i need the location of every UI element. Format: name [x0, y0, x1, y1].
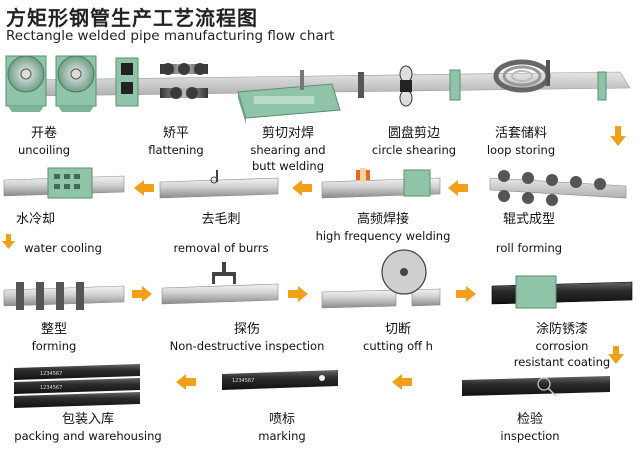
- circle-shearing-machine: [358, 65, 413, 107]
- ndt-inspection-section: [161, 262, 279, 305]
- step-cn: 高频焊接: [356, 212, 409, 227]
- step-en: water cooling: [24, 241, 102, 255]
- step-label-inspection: 检验 inspection: [490, 412, 570, 444]
- arrow-left-1: [448, 180, 468, 196]
- step-cn: 涂防锈漆: [535, 322, 588, 337]
- arrow-left-5: [176, 374, 196, 390]
- step-en: loop storing: [486, 143, 556, 157]
- packing-section: 1234567 1234567: [14, 364, 140, 408]
- hf-welding-section: [321, 168, 441, 199]
- flow-arrows: [2, 126, 626, 390]
- step-en: uncoiling: [17, 143, 71, 157]
- step-label-loop-storing: 活套储料 loop storing: [476, 126, 566, 158]
- step-cn: 圆盘剪边: [387, 126, 440, 141]
- step-label-circle-shearing: 圆盘剪边 circle shearing: [362, 126, 466, 158]
- step-cn: 喷标: [268, 412, 295, 427]
- arrow-left-3: [134, 180, 154, 196]
- step-en: packing and warehousing: [14, 429, 162, 443]
- step-cn: 整型: [40, 322, 67, 337]
- step-cn: 去毛刺: [201, 212, 241, 227]
- step-label-cutting: 切断 cutting off h: [356, 322, 440, 354]
- step-en: forming: [31, 339, 77, 353]
- step-cn: 探伤: [233, 322, 260, 337]
- marking-text: 1234567: [232, 378, 254, 384]
- pack-marking-2: 1234567: [40, 385, 62, 391]
- step-label-packing: 包装入库 packing and warehousing: [0, 412, 176, 444]
- step-en: circle shearing: [371, 143, 457, 157]
- inspection-section: [462, 376, 610, 397]
- arrow-right-2: [288, 286, 308, 302]
- marking-section: 1234567: [222, 370, 338, 390]
- step-label-coating: 涂防锈漆 corrosion resistant coating: [510, 322, 614, 370]
- loop-storing-machine: [449, 59, 607, 101]
- coating-section: [491, 275, 633, 309]
- arrow-left-2: [292, 180, 312, 196]
- step-en: removal of burrs: [173, 241, 269, 255]
- uncoiler-machine: [5, 55, 97, 112]
- flattening-machine: [115, 57, 208, 107]
- step-en: corrosion resistant coating: [513, 339, 611, 369]
- step-cn: 矫平: [162, 126, 189, 141]
- step-cn: 辊式成型: [502, 212, 555, 227]
- step-label-hf-welding: 高频焊接 high frequency welding: [310, 212, 456, 244]
- step-en: Non-destructive inspection: [169, 339, 325, 353]
- page-title-cn: 方矩形钢管生产工艺流程图: [6, 6, 258, 30]
- step-label-flattening: 矫平 flattening: [136, 126, 216, 158]
- step-en: flattening: [148, 143, 204, 157]
- step-cn: 检验: [516, 412, 543, 427]
- arrow-left-4: [392, 374, 412, 390]
- step-cn: 水冷却: [16, 212, 56, 227]
- arrow-down-1: [610, 126, 626, 146]
- burr-removal-section: [159, 170, 279, 199]
- step-cn: 活套储料: [494, 126, 547, 141]
- step-en: shearing and butt welding: [250, 143, 326, 173]
- shearing-welding-machine: [237, 70, 341, 124]
- step-label-burr-removal: 去毛刺 removal of burrs: [166, 212, 276, 256]
- step-label-ndt: 探伤 Non-destructive inspection: [160, 322, 334, 354]
- step-label-shearing-welding: 剪切对焊 shearing and butt welding: [238, 126, 338, 174]
- arrow-down-3: [608, 346, 624, 364]
- step-label-forming: 整型 forming: [14, 322, 94, 354]
- step-en: cutting off h: [363, 339, 433, 353]
- step-cn: 切断: [384, 322, 411, 337]
- arrow-down-2: [2, 234, 15, 249]
- step-label-uncoiling: 开卷 uncoiling: [14, 126, 74, 158]
- arrow-right-1: [132, 286, 152, 302]
- arrow-right-3: [456, 286, 476, 302]
- water-cooling-section: [3, 167, 125, 199]
- step-cn: 包装入库: [61, 412, 114, 427]
- page-title-en: Rectangle welded pipe manufacturing flow…: [6, 28, 335, 44]
- step-en: marking: [258, 429, 306, 443]
- step-en: inspection: [500, 429, 560, 443]
- cutting-section: [321, 249, 441, 309]
- step-label-roll-forming: 辊式成型 roll forming: [484, 212, 574, 256]
- step-cn: 开卷: [30, 126, 57, 141]
- roll-forming-section: [489, 170, 627, 206]
- step-label-water-cooling: 水冷却 water cooling: [8, 212, 118, 256]
- step-en: high frequency welding: [315, 229, 451, 243]
- step-cn: 剪切对焊: [261, 126, 314, 141]
- pack-marking-1: 1234567: [40, 371, 62, 377]
- step-en: roll forming: [495, 241, 563, 255]
- step-label-marking: 喷标 marking: [240, 412, 324, 444]
- forming-section: [3, 282, 125, 310]
